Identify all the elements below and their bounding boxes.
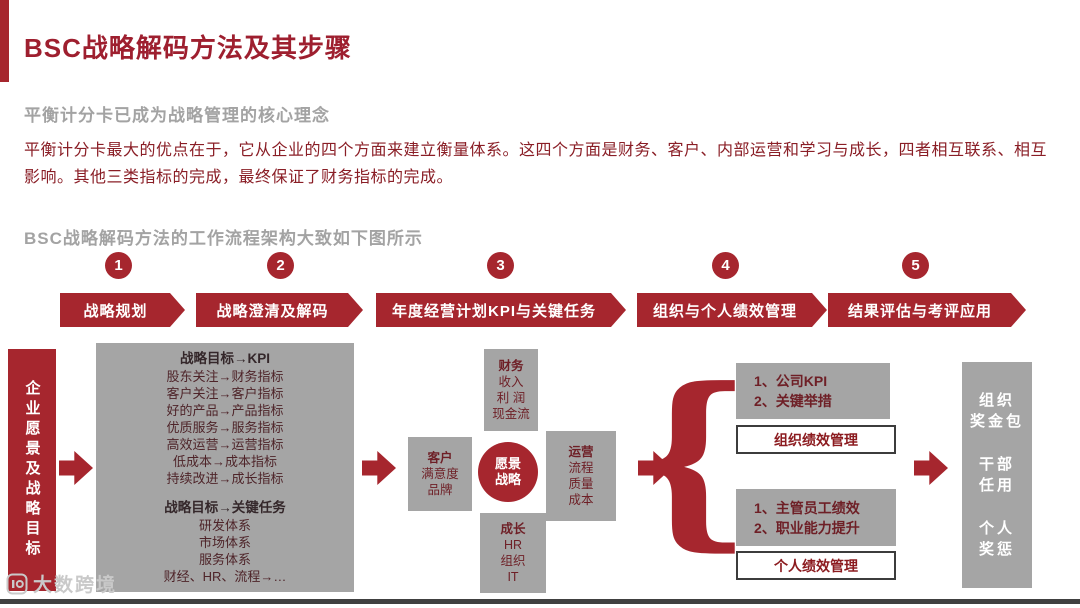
step-number-5: 5 (902, 252, 929, 279)
task-box-line: 研发体系 (198, 518, 251, 533)
step-banner-result-evaluation: 结果评估与考评应用 (828, 293, 1026, 327)
bsc-growth-title: 成长 (500, 522, 526, 536)
step-banner-strategy-decoding: 战略澄清及解码 (196, 293, 363, 327)
section-heading-core-concept: 平衡计分卡已成为战略管理的核心理念 (24, 106, 330, 125)
step-number-1: 1 (105, 252, 132, 279)
bsc-finance-line: 利 润 (496, 391, 526, 405)
kpi-box-line: 好的产品→产品指标 (166, 403, 284, 418)
bsc-finance-line: 现金流 (492, 407, 530, 421)
bsc-operation-line: 质量 (568, 477, 594, 491)
kpi-box-line: 优质服务→服务指标 (166, 420, 284, 435)
bsc-operation-line: 流程 (568, 461, 594, 475)
kpi-box-line: 客户关注→客户指标 (166, 386, 284, 401)
bsc-finance-line: 收入 (498, 375, 524, 389)
task-box-header: 战略目标→关键任务 (164, 500, 286, 515)
result-box-line: 干部 (978, 456, 1015, 473)
step-banner-annual-kpi: 年度经营计划KPI与关键任务 (376, 293, 626, 327)
kpi-box-line: 低成本→成本指标 (172, 454, 277, 469)
step-number-2: 2 (267, 252, 294, 279)
bsc-operation-box: 运营 流程 质量 成本 (546, 431, 616, 521)
title-accent-bar (0, 0, 9, 82)
kpi-box-line: 持续改进→成长指标 (166, 471, 284, 486)
org-kpi-line: 1、公司KPI (754, 373, 828, 389)
bsc-finance-box: 财务 收入 利 润 现金流 (484, 349, 538, 431)
step-number-4: 4 (712, 252, 739, 279)
step-banner-performance-mgmt: 组织与个人绩效管理 (637, 293, 827, 327)
kpi-box-line: 股东关注→财务指标 (166, 369, 284, 384)
bsc-customer-title: 客户 (427, 451, 453, 465)
bsc-growth-line: IT (507, 570, 519, 584)
bsc-customer-box: 客户 满意度 品牌 (408, 437, 472, 511)
kpi-decomposition-box: 战略目标→KPI 股东关注→财务指标 客户关注→客户指标 好的产品→产品指标 优… (96, 343, 354, 592)
step-banner-strategy-planning: 战略规划 (60, 293, 185, 327)
org-performance-label-box: 组织绩效管理 (736, 425, 896, 454)
watermark-logo-icon (6, 573, 28, 594)
kpi-box-line: 高效运营→运营指标 (166, 437, 284, 452)
bsc-vision-strategy-circle: 愿景 战略 (478, 442, 538, 502)
personal-perf-line: 1、主管员工绩效 (754, 499, 860, 516)
body-paragraph: 平衡计分卡最大的优点在于，它从企业的四个方面来建立衡量体系。这四个方面是财务、客… (24, 142, 1048, 186)
bsc-growth-line: 组织 (500, 554, 526, 568)
step-number-3: 3 (487, 252, 514, 279)
result-box-line: 组织 (978, 392, 1015, 409)
task-box-line: 服务体系 (198, 552, 251, 567)
page-title: BSC战略解码方法及其步骤 (24, 33, 352, 63)
bsc-growth-line: HR (503, 538, 523, 552)
bsc-operation-title: 运营 (568, 445, 594, 459)
result-application-box: 组织 奖金包 干部 任用 个人 奖惩 (962, 362, 1032, 588)
bsc-operation-line: 成本 (568, 493, 594, 507)
bsc-center-line: 愿景 (494, 456, 521, 471)
flow-arrow-icon-2 (362, 451, 396, 485)
vision-goal-text: 企业愿景及战略目标 (23, 380, 41, 560)
result-box-line: 个人 (978, 520, 1015, 537)
result-box-line: 奖金包 (969, 413, 1024, 430)
personal-performance-box: 1、主管员工绩效 2、职业能力提升 (736, 489, 896, 546)
kpi-box-header: 战略目标→KPI (179, 351, 270, 366)
curly-brace-icon: { (625, 347, 753, 568)
bsc-customer-line: 满意度 (421, 467, 459, 481)
task-box-line: 市场体系 (198, 535, 251, 550)
bottom-rule (0, 599, 1080, 604)
watermark: 大数跨境 (6, 570, 117, 597)
org-kpi-measures-box: 1、公司KPI 2、关键举措 (736, 363, 890, 419)
watermark-text: 大数跨境 (33, 575, 118, 596)
result-box-line: 奖惩 (978, 541, 1015, 558)
personal-performance-label-box: 个人绩效管理 (736, 551, 896, 580)
task-box-line: 财经、HR、流程→… (163, 569, 287, 584)
bsc-growth-box: 成长 HR 组织 IT (480, 513, 546, 593)
org-kpi-line: 2、关键举措 (754, 393, 832, 409)
bsc-customer-line: 品牌 (427, 483, 453, 497)
section-heading-workflow: BSC战略解码方法的工作流程架构大致如下图所示 (24, 229, 423, 248)
flow-arrow-icon-1 (59, 451, 93, 485)
personal-perf-line: 2、职业能力提升 (754, 519, 860, 536)
bsc-finance-title: 财务 (498, 359, 524, 373)
flow-arrow-icon-4 (914, 451, 948, 485)
vision-goal-bar: 企业愿景及战略目标 (8, 349, 56, 591)
result-box-line: 任用 (978, 477, 1015, 494)
bsc-center-line: 战略 (494, 472, 521, 487)
